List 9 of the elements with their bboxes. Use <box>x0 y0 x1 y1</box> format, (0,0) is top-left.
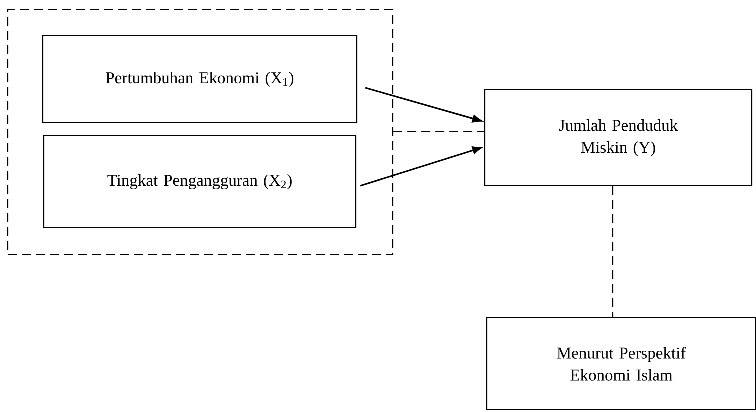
process-box: Tingkat Pengangguran (X$_{2}$) <box>43 135 357 229</box>
process-box: Pertumbuhan Ekonomi (X$_{1}$) <box>42 35 358 124</box>
arrow <box>360 146 482 187</box>
process-box: Menurut Perspektif Ekonomi Islam <box>486 317 756 411</box>
process-box: Jumlah Penduduk Miskin (Y) <box>484 89 753 187</box>
connector-line <box>394 131 484 133</box>
connector-line <box>612 186 614 318</box>
arrow <box>365 87 482 123</box>
group-box <box>7 9 394 256</box>
